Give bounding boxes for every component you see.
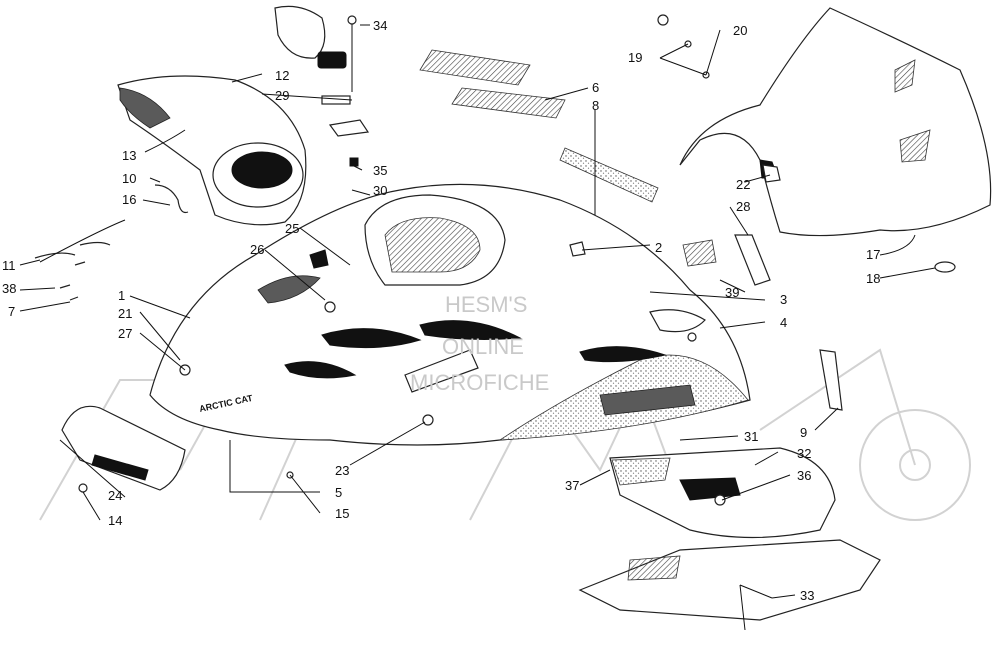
callout-20: 20 xyxy=(733,23,747,38)
lower-grille xyxy=(61,405,186,491)
callout-35: 35 xyxy=(373,163,387,178)
callout-labels: 34 12 29 13 10 16 11 38 7 1 21 27 25 26 … xyxy=(2,18,880,603)
watermark-frame xyxy=(759,348,916,466)
callout-15: 15 xyxy=(335,506,349,521)
callout-32: 32 xyxy=(797,446,811,461)
callout-23: 23 xyxy=(335,463,349,478)
callout-4: 4 xyxy=(780,315,787,330)
callout-12: 12 xyxy=(275,68,289,83)
callout-2: 2 xyxy=(655,240,662,255)
callout-28: 28 xyxy=(736,199,750,214)
belly-pan xyxy=(578,447,881,621)
headlight-housing xyxy=(117,75,307,226)
callout-33: 33 xyxy=(800,588,814,603)
callout-11: 11 xyxy=(2,258,16,273)
decal-set xyxy=(419,49,659,203)
callout-34: 34 xyxy=(373,18,387,33)
callout-31: 31 xyxy=(744,429,758,444)
callout-39: 39 xyxy=(725,285,739,300)
callout-24: 24 xyxy=(108,488,122,503)
callout-21: 21 xyxy=(118,306,132,321)
watermark-line-3: MICROFICHE xyxy=(410,370,549,395)
watermark-text: HESM'S ONLINE MICROFICHE xyxy=(410,292,549,395)
air-intake xyxy=(364,194,506,286)
callout-37: 37 xyxy=(565,478,579,493)
callout-19: 19 xyxy=(628,50,642,65)
callout-25: 25 xyxy=(285,221,299,236)
callout-10: 10 xyxy=(122,171,136,186)
callout-5: 5 xyxy=(335,485,342,500)
callout-26: 26 xyxy=(250,242,264,257)
callout-38: 38 xyxy=(2,281,16,296)
callout-14: 14 xyxy=(108,513,122,528)
callout-22: 22 xyxy=(736,177,750,192)
watermark-line-1: HESM'S xyxy=(445,292,527,317)
callout-16: 16 xyxy=(122,192,136,207)
callout-13: 13 xyxy=(122,148,136,163)
windshield xyxy=(679,7,992,237)
callout-18: 18 xyxy=(866,271,880,286)
callout-7: 7 xyxy=(8,304,15,319)
leader-lines xyxy=(19,24,936,631)
fasteners xyxy=(34,14,956,506)
side-trim xyxy=(734,234,843,411)
callout-17: 17 xyxy=(866,247,880,262)
callout-36: 36 xyxy=(797,468,811,483)
callout-3: 3 xyxy=(780,292,787,307)
callout-1: 1 xyxy=(118,288,125,303)
callout-30: 30 xyxy=(373,183,387,198)
callout-6: 6 xyxy=(592,80,599,95)
callout-9: 9 xyxy=(800,425,807,440)
callout-29: 29 xyxy=(275,88,289,103)
watermark-wheel-hub xyxy=(899,449,931,481)
watermark-wheel xyxy=(859,409,971,521)
callout-27: 27 xyxy=(118,326,132,341)
hood: ARCTIC CAT xyxy=(149,183,751,446)
callout-8: 8 xyxy=(592,98,599,113)
mirror-assembly xyxy=(274,5,370,167)
watermark-line-2: ONLINE xyxy=(442,334,524,359)
